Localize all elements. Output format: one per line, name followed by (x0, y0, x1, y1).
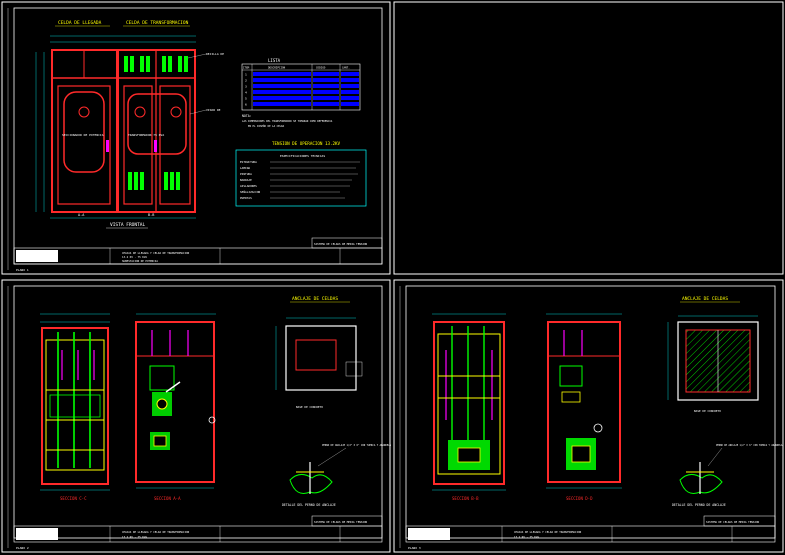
sheet-2-base-label: BASE DE CONCRETO (296, 405, 323, 409)
table-row: 6 (245, 103, 247, 107)
spec-label: LAMINA (240, 166, 250, 170)
sheet-3-border (393, 279, 784, 553)
empty-sheet (393, 1, 784, 275)
table-row: 4 (245, 91, 247, 95)
sheet-1-border (1, 1, 391, 275)
notes-line: EN EL DISEÑO DE LA CELDA (248, 123, 285, 128)
anchor-bolt-detail: PERNO DE ANCLAJE 1/2" X 6" CON TUERCA Y … (289, 444, 392, 494)
sheet-1: CELDA DE LLEGADA CELDA DE TRANSFORMACION (1, 1, 391, 275)
sheet-3-anchor-note: PERNO DE ANCLAJE 1/2" X 6" CON TUERCA Y … (716, 444, 783, 447)
section-a-cabinet (135, 321, 215, 483)
right-cell-label: TRANSFORMADOR 75 KVA (128, 133, 164, 137)
sheet-3-header: ANCLAJE DE CELDAS (682, 296, 728, 302)
sheet-1-tb-line: SUBESTACION DE POTENCIA (122, 259, 158, 263)
list-title: LISTA (268, 58, 281, 63)
sheet-1-label: PLANO 1 (16, 268, 29, 272)
sheet-2-detail-caption: DETALLE DEL PERNO DE ANCLAJE (282, 503, 336, 507)
table-header: CANT. (342, 66, 350, 70)
dim-b: B-B (148, 213, 154, 217)
left-cell-label: SECCIONADOR DE POTENCIA (62, 133, 104, 137)
table-row: 1 (245, 73, 247, 77)
sheet-1-footer-title: SISTEMA DE CELDAS DE MEDIA TENSION (314, 242, 368, 246)
sheet-2-title-block (13, 525, 383, 543)
sheet-2-header: ANCLAJE DE CELDAS (292, 296, 338, 302)
table-header: CODIGO (316, 66, 326, 70)
sheet-1-tb-line: CELDAS DE LLEGADA Y CELDA DE TRANSFORMAC… (122, 251, 190, 255)
sheet-3-inner-frame (405, 285, 776, 539)
section-b-cabinet (433, 321, 505, 485)
sheet-2-footer-title: SISTEMA DE CELDAS DE MEDIA TENSION (314, 520, 368, 524)
sheet-2-tb-line: CELDAS DE LLEGADA Y CELDA DE TRANSFORMAC… (122, 530, 190, 534)
anchor-plan (285, 325, 357, 391)
anchor-bolt-detail: PERNO DE ANCLAJE 1/2" X 6" CON TUERCA Y … (679, 444, 783, 494)
view-caption: VISTA FRONTAL (110, 222, 146, 228)
operation-title: TENSION DE OPERACION 13.2KV (272, 141, 341, 146)
sheet-2: ANCLAJE DE CELDAS SECCION C-C (1, 279, 392, 553)
sheet-3-base-label: BASE DE CONCRETO (694, 409, 721, 413)
spec-label: ESTRUCTURA (240, 160, 257, 164)
table-header: ITEM (243, 66, 250, 70)
table-header: DESCRIPCION (268, 66, 286, 70)
sheet-3-tb-line: 13.2 KV - 75 KVA (514, 535, 539, 539)
sheet-3: ANCLAJE DE CELDAS SECCION B-B SE (393, 279, 784, 553)
spec-title: ESPECIFICACIONES TECNICAS (280, 154, 325, 158)
sheet-3-detail-caption: DETALLE DEL PERNO DE ANCLAJE (672, 503, 726, 507)
dim-a: A-A (78, 213, 85, 217)
bottom-vents (128, 172, 180, 190)
sheet-1-tb-line: 13.2 KV - 75 KVA (122, 255, 147, 259)
sheet-3-footer-title: SISTEMA DE CELDAS DE MEDIA TENSION (706, 520, 760, 524)
sheet-1-left-title: CELDA DE LLEGADA (58, 20, 102, 26)
table-row: 5 (245, 97, 247, 101)
sheet-3-tb-line: CELDAS DE LLEGADA Y CELDA DE TRANSFORMAC… (514, 530, 582, 534)
spec-label: SEÑALIZACION (240, 189, 261, 194)
hatched-anchor-plan (677, 321, 759, 401)
sheet-1-right-title: CELDA DE TRANSFORMACION (126, 20, 189, 26)
sheet-2-anchor-note: PERNO DE ANCLAJE 1/2" X 6" CON TUERCA Y … (322, 444, 392, 447)
sheet-2-tb-line: 13.2 KV - 75 KVA (122, 535, 147, 539)
table-row: 2 (245, 79, 247, 83)
spec-box (235, 149, 367, 207)
sheet-3-label: PLANO 3 (408, 546, 421, 550)
section-a-label: SECCION A-A (154, 496, 181, 501)
spec-label: AISLADORES (240, 184, 257, 188)
sheet-2-border (1, 279, 391, 553)
table-row: 3 (245, 85, 247, 89)
sheet-1-title-block (13, 247, 383, 265)
notes-title: NOTA: (242, 114, 252, 118)
section-c-label: SECCION C-C (60, 496, 87, 501)
sheet-2-inner-frame (13, 285, 383, 539)
spec-label: PINTURA (240, 172, 252, 176)
svg-text:VISOR DE: VISOR DE (206, 108, 221, 112)
spec-label: PUERTAS (240, 196, 252, 200)
notes-line: LAS DIMENSIONES DEL TRANSFORMADOR SE TOM… (242, 119, 333, 123)
sheet-2-label: PLANO 2 (16, 546, 29, 550)
list-table: LISTA 1 2 3 4 5 6 ITEM DESCRIPCION CODIG… (241, 58, 361, 111)
section-c-cabinet (41, 327, 109, 485)
section-d-cabinet (547, 321, 621, 483)
svg-text:REJILLA DE: REJILLA DE (206, 52, 224, 56)
sheet-3-title-block (405, 525, 776, 543)
section-b-label: SECCION B-B (452, 496, 479, 501)
spec-label: BARRAJE (240, 178, 252, 182)
top-vents (124, 56, 188, 72)
section-d-label: SECCION D-D (566, 496, 593, 501)
